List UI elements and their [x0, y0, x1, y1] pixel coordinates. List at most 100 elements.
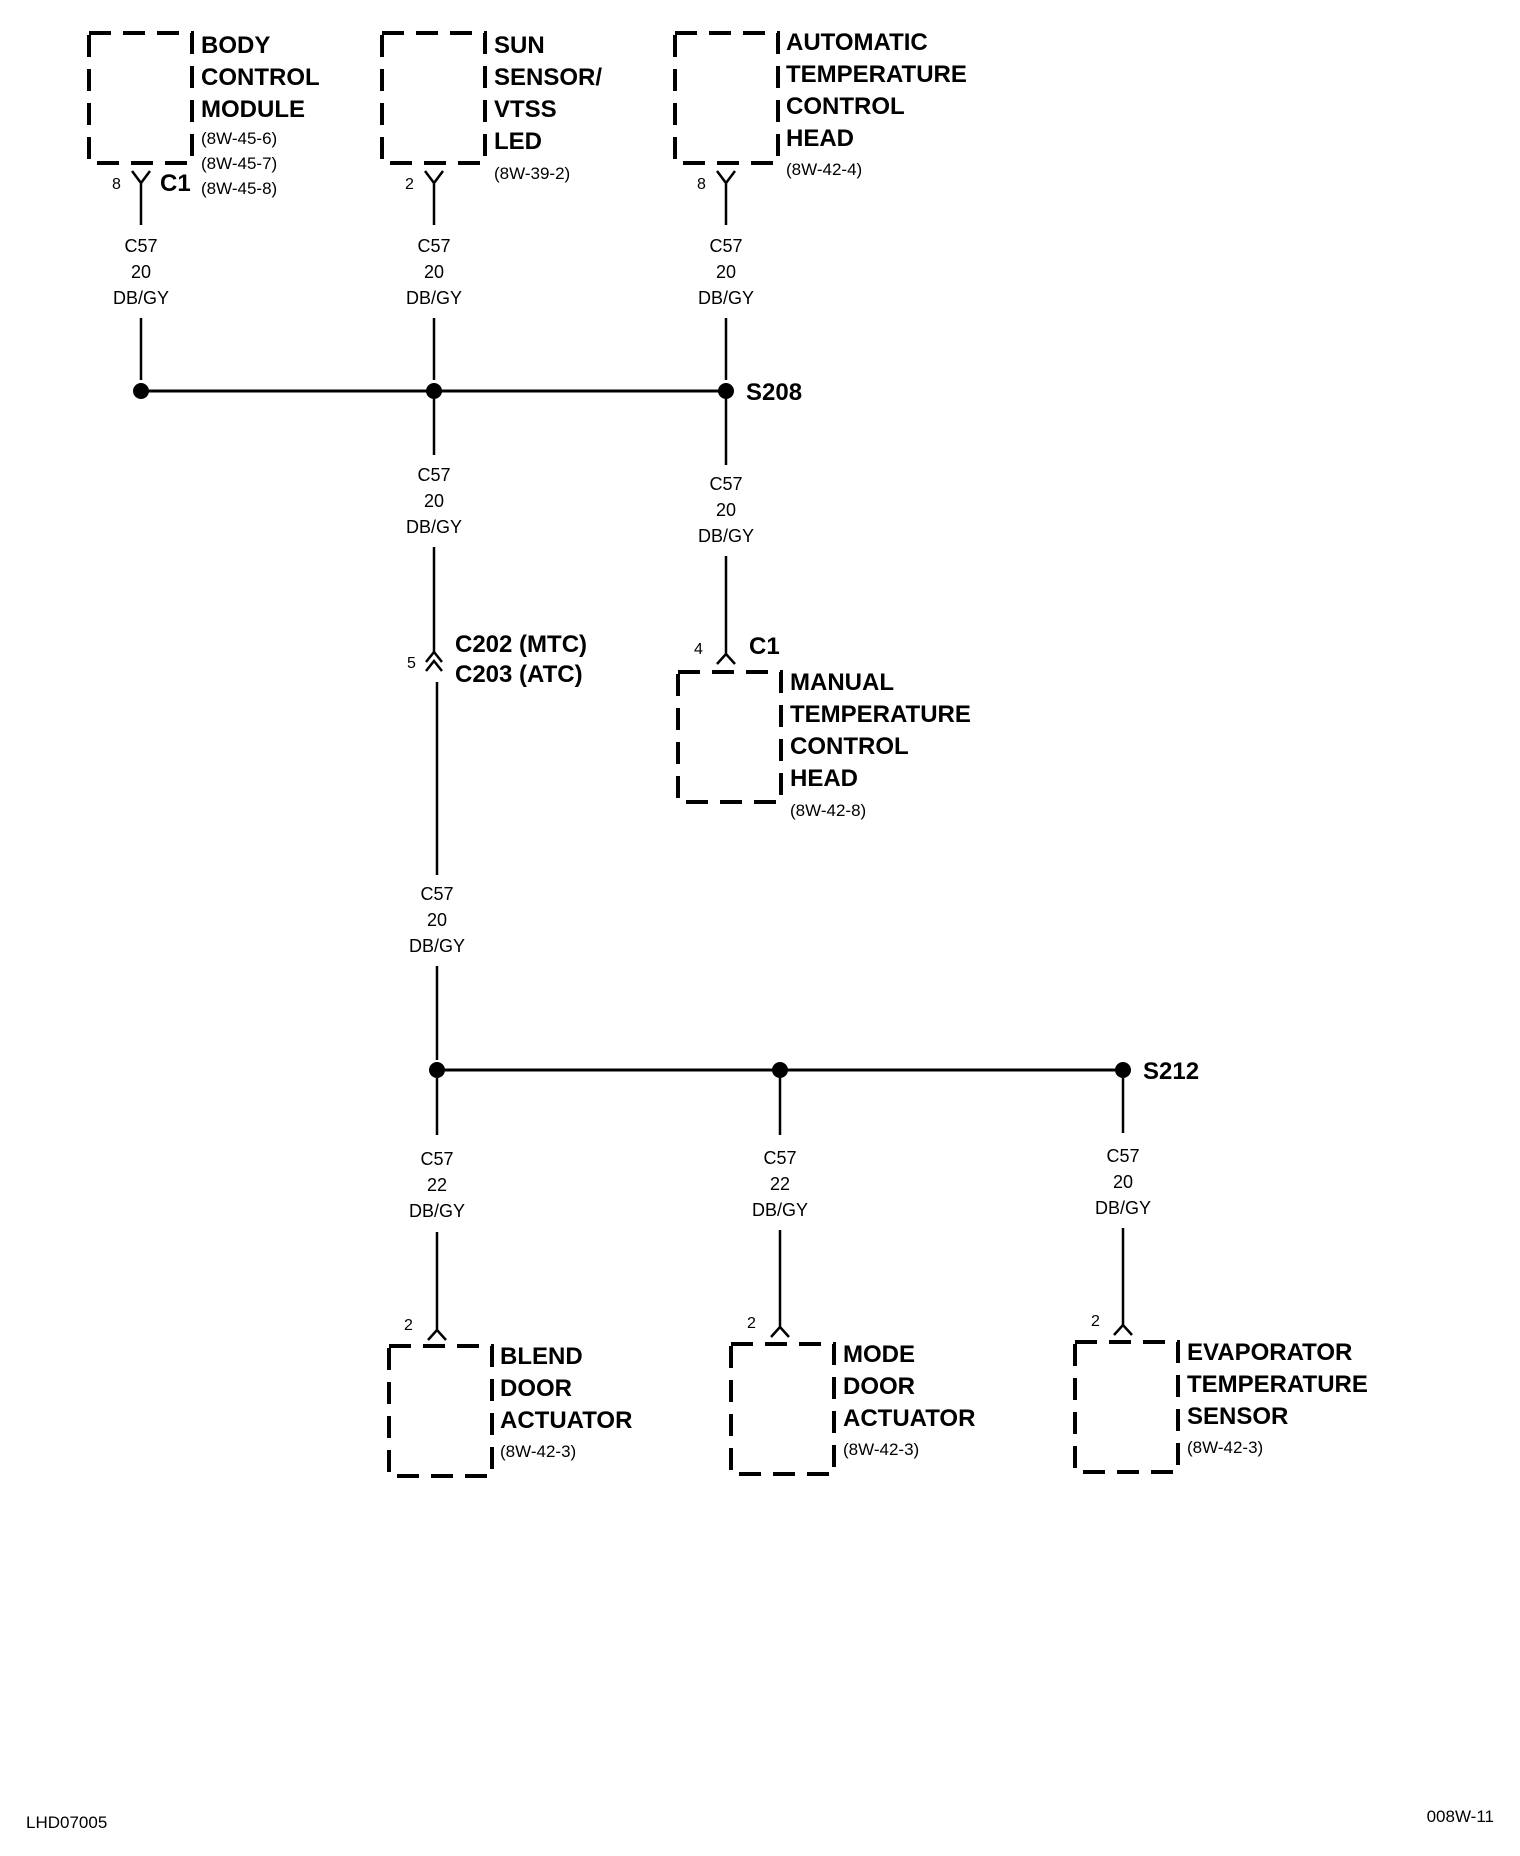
sun-wire-gauge: 20 [424, 262, 444, 282]
atc-wire-color-gauge: 20 [716, 262, 736, 282]
atc-name-line-1: AUTOMATIC [786, 29, 928, 56]
sun-terminal-icon [424, 170, 444, 192]
atc-name-line-3: CONTROL [786, 93, 905, 120]
sun-wire-color: DB/GY [406, 288, 462, 308]
blend-name-line-1: BLEND [500, 1343, 583, 1370]
mtc-pin: 4 [694, 641, 703, 658]
evaporator-temperature-sensor: 2 EVAPORATOR TEMPERATURE SENSOR (8W-42-3… [1073, 1313, 1368, 1474]
mode-wire-color: DB/GY [752, 1200, 808, 1220]
blend-wire-gauge: 22 [427, 1175, 447, 1195]
blend-wire-circuit: C57 [420, 1149, 453, 1169]
bcm-connector: C1 [160, 170, 191, 197]
bcm-ref-2: (8W-45-7) [201, 154, 277, 173]
blend-door-actuator: 2 BLEND DOOR ACTUATOR (8W-42-3) [387, 1317, 632, 1478]
bcm-name-line-2: CONTROL [201, 64, 320, 91]
splice-s212: S212 [429, 1058, 1199, 1085]
s208-node-sun [426, 383, 442, 399]
evap-sensor-box [1073, 1340, 1180, 1474]
bcm-name-line-1: BODY [201, 32, 270, 59]
trunk-lower-wire: C57 20 DB/GY [409, 682, 465, 1060]
trunk-upper-gauge: 20 [424, 491, 444, 511]
evap-wire-gauge: 20 [1113, 1172, 1133, 1192]
mtc-ref-1: (8W-42-8) [790, 801, 866, 820]
atc-pin: 8 [697, 176, 706, 193]
mtc-wire-circuit: C57 [709, 474, 742, 494]
trunk-lower-circuit: C57 [420, 884, 453, 904]
blend-pin: 2 [404, 1317, 413, 1334]
mtc-name-line-1: MANUAL [790, 669, 894, 696]
mode-pin: 2 [747, 1315, 756, 1332]
mtc-connector: C1 [749, 633, 780, 660]
sun-wire-circuit: C57 [417, 236, 450, 256]
mode-name-line-1: MODE [843, 1341, 915, 1368]
atc-name-line-4: HEAD [786, 125, 854, 152]
mtc-name-line-4: HEAD [790, 765, 858, 792]
evap-pin: 2 [1091, 1313, 1100, 1330]
bcm-wire-color: DB/GY [113, 288, 169, 308]
mode-ref-1: (8W-42-3) [843, 1440, 919, 1459]
blend-wire: C57 22 DB/GY [409, 1078, 465, 1330]
s212-node-blend [429, 1062, 445, 1078]
sun-name-line-4: LED [494, 128, 542, 155]
blend-terminal-icon [427, 1328, 447, 1341]
mtc-wire-gauge: 20 [716, 500, 736, 520]
atc-head-box [673, 31, 780, 165]
mtc-name-line-3: CONTROL [790, 733, 909, 760]
mode-wire-gauge: 22 [770, 1174, 790, 1194]
s208-node-atc [718, 383, 734, 399]
sun-name-line-2: SENSOR/ [494, 64, 602, 91]
evap-wire-color: DB/GY [1095, 1198, 1151, 1218]
s212-node-mode [772, 1062, 788, 1078]
s208-node-bcm [133, 383, 149, 399]
s208-label: S208 [746, 379, 802, 406]
mode-door-box [729, 1342, 836, 1476]
evap-name-line-1: EVAPORATOR [1187, 1339, 1352, 1366]
mode-door-actuator: 2 MODE DOOR ACTUATOR (8W-42-3) [729, 1315, 975, 1476]
footer-left-code: LHD07005 [26, 1813, 107, 1832]
evap-name-line-3: SENSOR [1187, 1403, 1288, 1430]
blend-name-line-3: ACTUATOR [500, 1407, 632, 1434]
mode-terminal-icon [770, 1325, 790, 1338]
atc-wire: C57 20 DB/GY [698, 192, 754, 380]
bcm-name-line-3: MODULE [201, 96, 305, 123]
body-control-module: BODY CONTROL MODULE (8W-45-6) (8W-45-7) … [87, 31, 320, 198]
bcm-ref-1: (8W-45-6) [201, 129, 277, 148]
trunk-upper-wire: C57 20 DB/GY [406, 399, 462, 652]
inline-connector-c203: C203 (ATC) [455, 661, 583, 688]
atc-ref-1: (8W-42-4) [786, 160, 862, 179]
atc-wire-color: DB/GY [698, 288, 754, 308]
bcm-pin: 8 [112, 176, 121, 193]
sun-sensor-box [380, 31, 487, 165]
evap-name-line-2: TEMPERATURE [1187, 1371, 1368, 1398]
footer-right-code: 008W-11 [1427, 1807, 1494, 1826]
mtc-wire-color: DB/GY [698, 526, 754, 546]
atc-wire-circuit: C57 [709, 236, 742, 256]
splice-s208: S208 [133, 379, 802, 406]
bcm-terminal-icon [131, 170, 151, 192]
sun-sensor: SUN SENSOR/ VTSS LED (8W-39-2) 2 [380, 31, 602, 193]
trunk-upper-color: DB/GY [406, 517, 462, 537]
automatic-temperature-control-head: AUTOMATIC TEMPERATURE CONTROL HEAD (8W-4… [673, 29, 967, 193]
mode-name-line-2: DOOR [843, 1373, 915, 1400]
mtc-head-box [676, 670, 783, 804]
evap-wire: C57 20 DB/GY [1095, 1078, 1151, 1325]
atc-name-line-2: TEMPERATURE [786, 61, 967, 88]
bcm-wire-gauge: 20 [131, 262, 151, 282]
atc-terminal-icon [716, 170, 736, 192]
evap-ref-1: (8W-42-3) [1187, 1438, 1263, 1457]
trunk-upper-circuit: C57 [417, 465, 450, 485]
sun-wire: C57 20 DB/GY [406, 192, 462, 380]
blend-wire-color: DB/GY [409, 1201, 465, 1221]
mode-wire: C57 22 DB/GY [752, 1078, 808, 1327]
sun-name-line-3: VTSS [494, 96, 557, 123]
inline-connector-c202-c203: 5 C202 (MTC) C203 (ATC) [407, 631, 587, 688]
inline-connector-pin: 5 [407, 655, 416, 672]
mtc-name-line-2: TEMPERATURE [790, 701, 971, 728]
mtc-terminal-icon [716, 647, 736, 665]
bcm-wire: C57 20 DB/GY [113, 192, 169, 380]
bcm-ref-3: (8W-45-8) [201, 179, 277, 198]
s212-node-evap [1115, 1062, 1131, 1078]
inline-connector-icon [425, 649, 443, 672]
blend-ref-1: (8W-42-3) [500, 1442, 576, 1461]
manual-temperature-control-head: 4 C1 MANUAL TEMPERATURE CONTROL HEAD (8W… [676, 633, 971, 820]
